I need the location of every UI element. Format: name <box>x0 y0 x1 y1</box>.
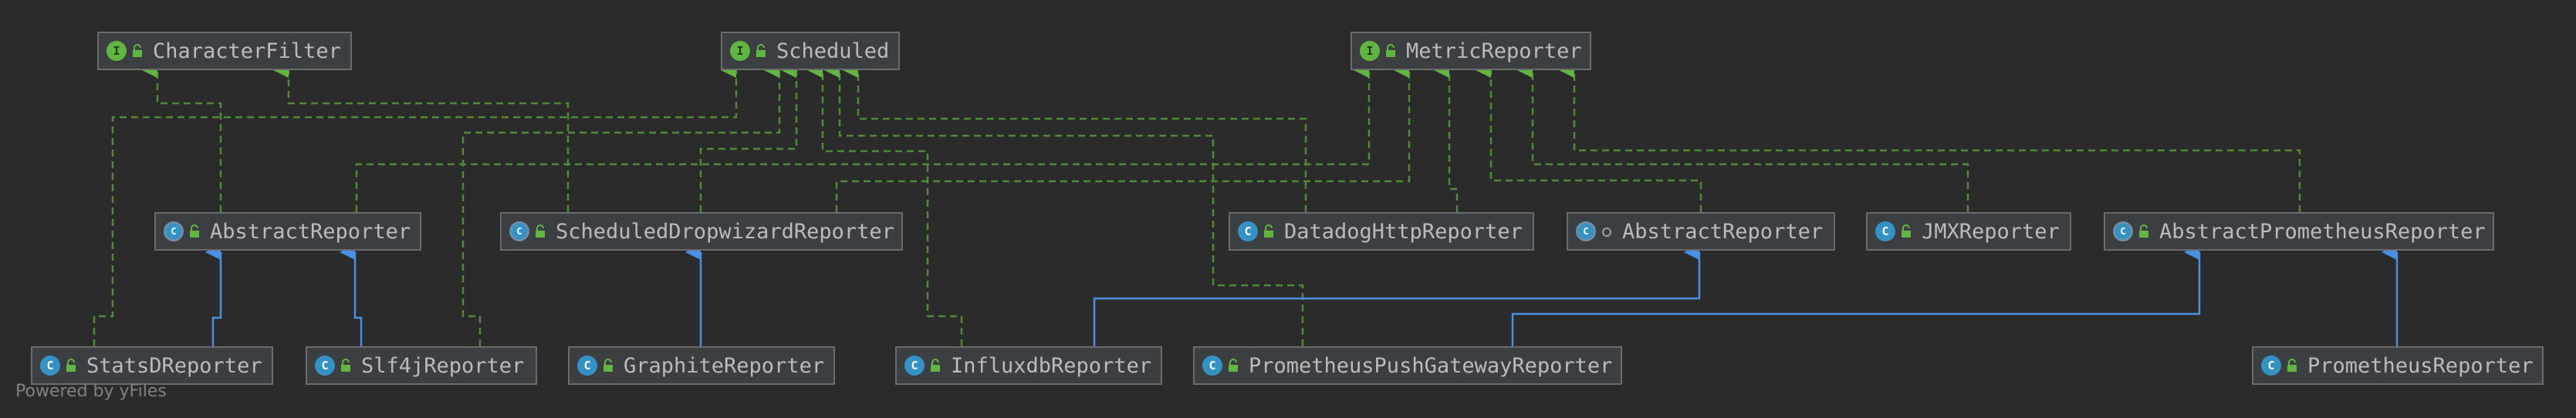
node-label: PrometheusReporter <box>2307 353 2534 378</box>
interface-icon: I <box>1360 41 1380 61</box>
class-icon: C <box>577 356 597 376</box>
public-visibility-icon <box>755 44 767 58</box>
class-icon: C <box>2261 356 2281 376</box>
public-visibility-icon <box>340 359 352 372</box>
interface-icon: I <box>106 41 127 61</box>
node-label: GraphiteReporter <box>624 353 825 378</box>
edge-influxdb-implements-scheduled <box>807 62 963 346</box>
abstract-class-icon: C <box>2113 221 2133 241</box>
node-label: ScheduledDropwizardReporter <box>556 219 894 244</box>
edge-statsd-implements-scheduled <box>93 62 738 346</box>
node-slf4jreporter[interactable]: C Slf4jReporter <box>306 346 537 385</box>
class-icon: C <box>1875 221 1895 241</box>
edge-datadog-implements-metricreporter <box>1434 62 1459 212</box>
node-label: InfluxdbReporter <box>951 353 1152 378</box>
edge-abstractreporter2-implements-metricreporter <box>1476 62 1702 212</box>
node-label: AbstractPrometheusReporter <box>2159 219 2486 244</box>
node-statsdreporter[interactable]: C StatsDReporter <box>31 346 273 385</box>
node-label: AbstractReporter <box>1622 219 1824 244</box>
node-graphitereporter[interactable]: C GraphiteReporter <box>568 346 835 385</box>
node-label: DatadogHttpReporter <box>1284 219 1523 244</box>
public-visibility-icon <box>534 224 546 238</box>
abstract-class-icon: C <box>1576 221 1596 241</box>
node-abstractprometheusreporter[interactable]: C AbstractPrometheusReporter <box>2104 212 2494 251</box>
powered-by-footer: Powered by yFiles <box>15 382 167 401</box>
edge-prompushgw-implements-scheduled <box>824 62 1304 346</box>
package-visibility-icon <box>1601 224 1613 238</box>
node-influxdbreporter[interactable]: C InfluxdbReporter <box>895 346 1162 385</box>
public-visibility-icon <box>131 44 144 58</box>
node-prometheusreporter[interactable]: C PrometheusReporter <box>2252 346 2544 385</box>
edge-jmx-implements-metricreporter <box>1517 62 1969 212</box>
node-label: CharacterFilter <box>153 39 341 63</box>
edge-abstractreporter1-implements-characterfilter <box>142 62 222 212</box>
class-icon: C <box>40 356 60 376</box>
node-prometheuspushgatewayreporter[interactable]: C PrometheusPushGatewayReporter <box>1193 346 1622 385</box>
edge-scheduleddw-implements-scheduled <box>699 62 798 212</box>
interface-icon: I <box>730 41 750 61</box>
class-icon: C <box>1202 356 1222 376</box>
node-label: MetricReporter <box>1406 39 1582 63</box>
node-label: Slf4jReporter <box>361 353 525 378</box>
node-characterfilter[interactable]: I CharacterFilter <box>97 32 352 70</box>
edge-abstractprom-implements-metricreporter <box>1559 62 2301 212</box>
edge-slf4j-implements-scheduled <box>461 62 781 346</box>
edge-slf4j-extends-abstractreporter1 <box>340 244 363 346</box>
node-scheduleddropwizardreporter[interactable]: C ScheduledDropwizardReporter <box>500 212 903 251</box>
public-visibility-icon <box>2286 359 2298 372</box>
node-jmxreporter[interactable]: C JMXReporter <box>1866 212 2071 251</box>
edge-abstractreporter1-implements-metricreporter <box>355 62 1371 212</box>
node-label: PrometheusPushGatewayReporter <box>1249 353 1613 378</box>
class-icon: C <box>1238 221 1258 241</box>
node-datadoghttpreporter[interactable]: C DatadogHttpReporter <box>1229 212 1534 251</box>
edge-statsd-extends-abstractreporter1 <box>205 244 222 346</box>
node-abstractreporter-1[interactable]: C AbstractReporter <box>154 212 421 251</box>
public-visibility-icon <box>1900 224 1912 238</box>
node-label: JMXReporter <box>1922 219 2060 244</box>
public-visibility-icon <box>1227 359 1239 372</box>
abstract-class-icon: C <box>509 221 529 241</box>
edge-influxdb-extends-abstractreporter2 <box>1093 244 1701 346</box>
public-visibility-icon <box>1263 224 1275 238</box>
edge-scheduleddw-implements-metricreporter <box>835 62 1411 212</box>
node-label: AbstractReporter <box>210 219 411 244</box>
public-visibility-icon <box>2138 224 2150 238</box>
node-label: StatsDReporter <box>86 353 262 378</box>
edge-datadog-implements-scheduled <box>843 62 1307 212</box>
class-icon: C <box>315 356 335 376</box>
edge-scheduleddw-implements-characterfilter <box>273 62 570 212</box>
public-visibility-icon <box>929 359 941 372</box>
public-visibility-icon <box>1384 44 1397 58</box>
public-visibility-icon <box>602 359 614 372</box>
node-abstractreporter-2[interactable]: C AbstractReporter <box>1567 212 1835 251</box>
node-label: Scheduled <box>776 39 890 63</box>
public-visibility-icon <box>188 224 201 238</box>
public-visibility-icon <box>65 359 77 372</box>
edge-prompushgw-extends-abstractprom <box>1511 244 2201 346</box>
node-scheduled[interactable]: I Scheduled <box>721 32 900 70</box>
abstract-class-icon: C <box>164 221 184 241</box>
node-metricreporter[interactable]: I MetricReporter <box>1351 32 1591 70</box>
class-icon: C <box>904 356 925 376</box>
